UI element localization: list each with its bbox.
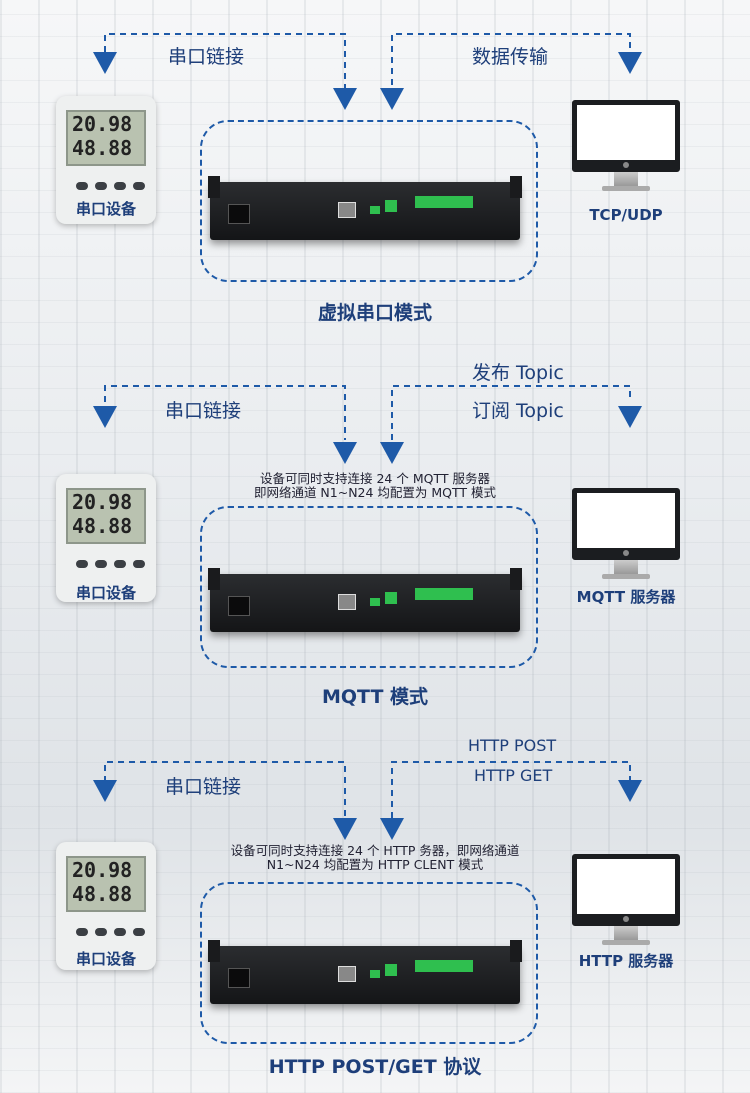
section-mqtt: 发布 Topic 串口链接 订阅 Topic 设备可同时支持连接 24 个 MQ… (0, 350, 750, 720)
section-title: MQTT 模式 (321, 686, 429, 708)
down-arrow-icon (380, 818, 404, 840)
down-arrow-icon (93, 52, 117, 74)
down-arrow-icon (618, 52, 642, 74)
down-arrow-icon (380, 88, 404, 110)
server-label: TCP/UDP (589, 206, 663, 224)
server-label: HTTP 服务器 (578, 952, 674, 970)
down-arrow-icon (333, 88, 357, 110)
http-get-label: HTTP GET (474, 766, 553, 785)
connection-lines (93, 761, 642, 840)
gateway-box (200, 882, 538, 1044)
gateway-box (200, 120, 538, 282)
serial-device-label: 串口设备 (75, 200, 136, 218)
monitor-icon (572, 854, 680, 954)
left-arrow-label: 串口链接 (165, 400, 242, 422)
note-line: N1~N24 均配置为 HTTP CLENT 模式 (266, 857, 484, 872)
down-arrow-icon (93, 406, 117, 428)
rack-gateway-icon (208, 568, 522, 632)
section-http: HTTP POST 串口链接 HTTP GET 设备可同时支持连接 24 个 H… (0, 730, 750, 1093)
note-line: 设备可同时支持连接 24 个 HTTP 务器，即网络通道 (230, 843, 520, 858)
server-label: MQTT 服务器 (576, 588, 676, 606)
rack-gateway-icon (208, 176, 522, 240)
note-line: 设备可同时支持连接 24 个 MQTT 服务器 (260, 471, 490, 486)
down-arrow-icon (333, 442, 357, 464)
subscribe-label: 订阅 Topic (472, 400, 564, 422)
http-post-label: HTTP POST (468, 736, 557, 755)
monitor-icon (572, 488, 680, 588)
note-line: 即网络通道 N1~N24 均配置为 MQTT 模式 (253, 485, 497, 500)
serial-device-label: 串口设备 (75, 950, 136, 968)
down-arrow-icon (380, 442, 404, 464)
section-title: 虚拟串口模式 (317, 302, 432, 324)
connection-lines (93, 33, 642, 110)
serial-device-label: 串口设备 (75, 584, 136, 602)
down-arrow-icon (333, 818, 357, 840)
section-title: HTTP POST/GET 协议 (268, 1056, 482, 1078)
down-arrow-icon (618, 780, 642, 802)
right-arrow-label: 数据传输 (472, 46, 549, 68)
down-arrow-icon (618, 406, 642, 428)
left-arrow-label: 串口链接 (165, 776, 242, 798)
rack-gateway-icon (208, 940, 522, 1004)
gateway-box (200, 506, 538, 668)
left-arrow-label: 串口链接 (168, 46, 245, 68)
connection-lines (93, 385, 642, 464)
publish-label: 发布 Topic (472, 362, 564, 384)
down-arrow-icon (93, 780, 117, 802)
monitor-icon (572, 100, 680, 200)
